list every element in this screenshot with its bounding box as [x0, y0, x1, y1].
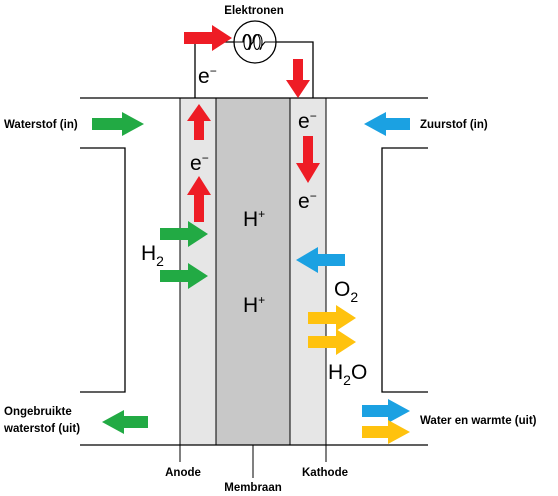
membrane [215, 97, 291, 446]
proton-symbol-1: H+ [243, 207, 265, 231]
label-elektronen: Elektronen [224, 5, 283, 17]
oxygen-arrow-cathode [296, 247, 345, 273]
label-anode: Anode [165, 467, 201, 479]
electron-arrow-cathode-down-1 [286, 59, 310, 98]
electron-arrow-anode-up-1 [187, 104, 211, 140]
electron-arrows [184, 25, 320, 222]
electron-symbol-circuit: e− [198, 64, 217, 88]
hydrogen-arrow-2 [160, 263, 208, 289]
label-kathode: Kathode [302, 467, 348, 479]
label-membraan: Membraan [224, 482, 282, 494]
proton-symbol-2: H+ [243, 293, 265, 317]
electron-arrow-circuit [184, 25, 232, 51]
oxygen-arrows [296, 112, 410, 423]
electron-symbol-cathode-1: e− [298, 109, 317, 133]
unused-hydrogen-out-arrow [102, 410, 148, 434]
electron-symbol-anode: e− [190, 151, 209, 175]
electron-arrow-cathode-down-2 [296, 136, 320, 183]
electron-symbol-cathode-2: e− [298, 189, 317, 213]
oxygen-symbol: O2 [334, 278, 358, 305]
water-heat-out-arrow-yellow [362, 420, 410, 444]
label-waterstof-uit: waterstof (uit) [3, 423, 80, 435]
light-bulb-icon [233, 20, 277, 64]
hydrogen-in-arrow [92, 112, 144, 136]
hydrogen-symbol: H2 [141, 242, 164, 269]
water-arrow-2 [308, 329, 356, 355]
label-water-warmte: Water en warmte (uit) [420, 415, 537, 427]
label-waterstof-in: Waterstof (in) [4, 119, 78, 131]
water-arrow-1 [308, 305, 356, 331]
electron-arrow-anode-up-2 [187, 176, 211, 222]
hydrogen-arrows [92, 112, 208, 434]
label-ticks [179, 445, 327, 478]
water-symbol: H2O [328, 361, 367, 388]
label-zuurstof-in: Zuurstof (in) [420, 119, 488, 131]
hydrogen-arrow-1 [160, 221, 208, 247]
water-heat-out-arrow-blue [362, 399, 410, 423]
label-ongebruikte: Ongebruikte [4, 406, 72, 418]
water-arrows [308, 305, 410, 444]
housing-lines [80, 97, 428, 446]
oxygen-in-arrow [364, 112, 410, 136]
